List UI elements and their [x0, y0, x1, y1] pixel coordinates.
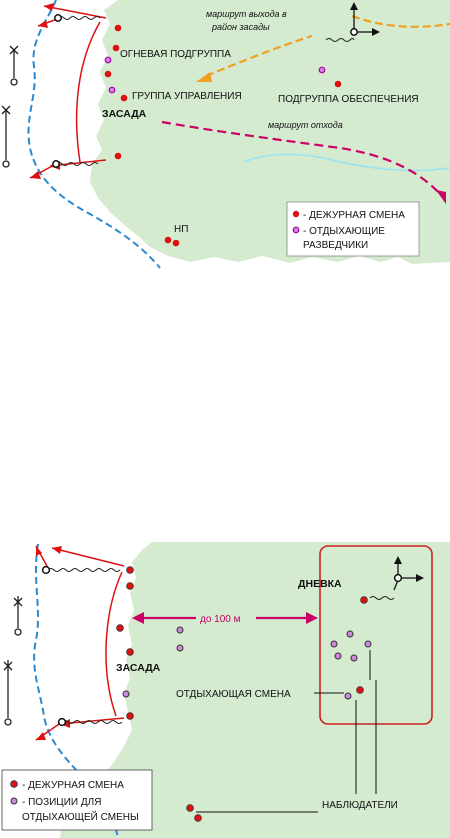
top-road [27, 0, 161, 269]
top-control-group-label: ГРУППА УПРАВЛЕНИЯ [132, 91, 242, 102]
top-duty-markers [104, 24, 342, 247]
top-np-label: НП [174, 224, 188, 235]
bottom-legend: - ДЕЖУРНАЯ СМЕНА - ПОЗИЦИИ ДЛЯ ОТДЫХАЮЩЕ… [1, 769, 153, 831]
top-ambush-arc [75, 21, 101, 163]
top-retreat-route-label: маршрут отхода [268, 120, 343, 130]
bottom-ambush-label: ЗАСАДА [116, 662, 161, 674]
top-retreat-route [161, 120, 443, 197]
top-legend-rest-2: РАЗВЕДЧИКИ [303, 240, 368, 251]
bottom-side-sentries [3, 596, 23, 726]
bottom-distance-arrow [132, 610, 318, 626]
top-legend: - ДЕЖУРНАЯ СМЕНА - ОТДЫХАЮЩИЕ РАЗВЕДЧИКИ [286, 201, 420, 257]
top-side-sentries [1, 45, 19, 168]
top-sentry-arrow-lower [29, 159, 107, 179]
bottom-legend-duty: - ДЕЖУРНАЯ СМЕНА [22, 780, 124, 791]
bottom-legend-rest-2: ОТДЫХАЮЩЕЙ СМЕНЫ [22, 810, 139, 823]
bottom-forest-area [60, 542, 450, 838]
bottom-resting-shift-label: ОТДЫХАЮЩАЯ СМЕНА [176, 689, 291, 700]
top-observation-post [325, 2, 380, 42]
bottom-ambush-arc [105, 571, 123, 717]
bottom-scheme: до 100 м ДНЕВКА ОТДЫХАЮЩАЯ СМЕНА НАБЛЮДА… [1, 542, 450, 838]
bottom-sentry-arrow-upper [35, 545, 125, 575]
top-retreat-route-arrowhead [436, 190, 446, 204]
top-legend-duty: - ДЕЖУРНАЯ СМЕНА [303, 210, 405, 221]
bottom-observers-label: НАБЛЮДАТЕЛИ [322, 800, 398, 811]
top-fire-group-label: ОГНЕВАЯ ПОДГРУППА [120, 49, 231, 60]
bottom-distance-label: до 100 м [200, 614, 241, 625]
bottom-rest-markers [122, 626, 372, 700]
top-exit-route-label-2: район засады [211, 22, 270, 32]
bottom-observation-post [369, 556, 424, 600]
bottom-legend-rest-1: - ПОЗИЦИИ ДЛЯ [22, 797, 101, 808]
bottom-sentry-arrow-lower [35, 717, 125, 741]
bottom-observers-pointers [196, 650, 377, 813]
top-forest-area [90, 0, 450, 264]
bottom-duty-markers [116, 566, 368, 822]
top-exit-route-label-1: маршрут выхода в [206, 9, 287, 19]
top-exit-route-end [351, 14, 450, 28]
top-sentry-arrow-upper [37, 3, 107, 28]
top-rest-markers [104, 56, 326, 94]
bottom-day-camp-label: ДНЕВКА [298, 578, 342, 590]
top-support-group-label: ПОДГРУППА ОБЕСПЕЧЕНИЯ [278, 94, 419, 105]
top-exit-route [205, 34, 313, 78]
top-exit-route-arrowhead [196, 72, 212, 82]
top-ambush-label: ЗАСАДА [102, 108, 147, 120]
top-legend-rest-1: - ОТДЫХАЮЩИЕ [303, 226, 385, 237]
top-scheme: маршрут выхода в район засады ОГНЕВАЯ ПО… [1, 0, 450, 269]
